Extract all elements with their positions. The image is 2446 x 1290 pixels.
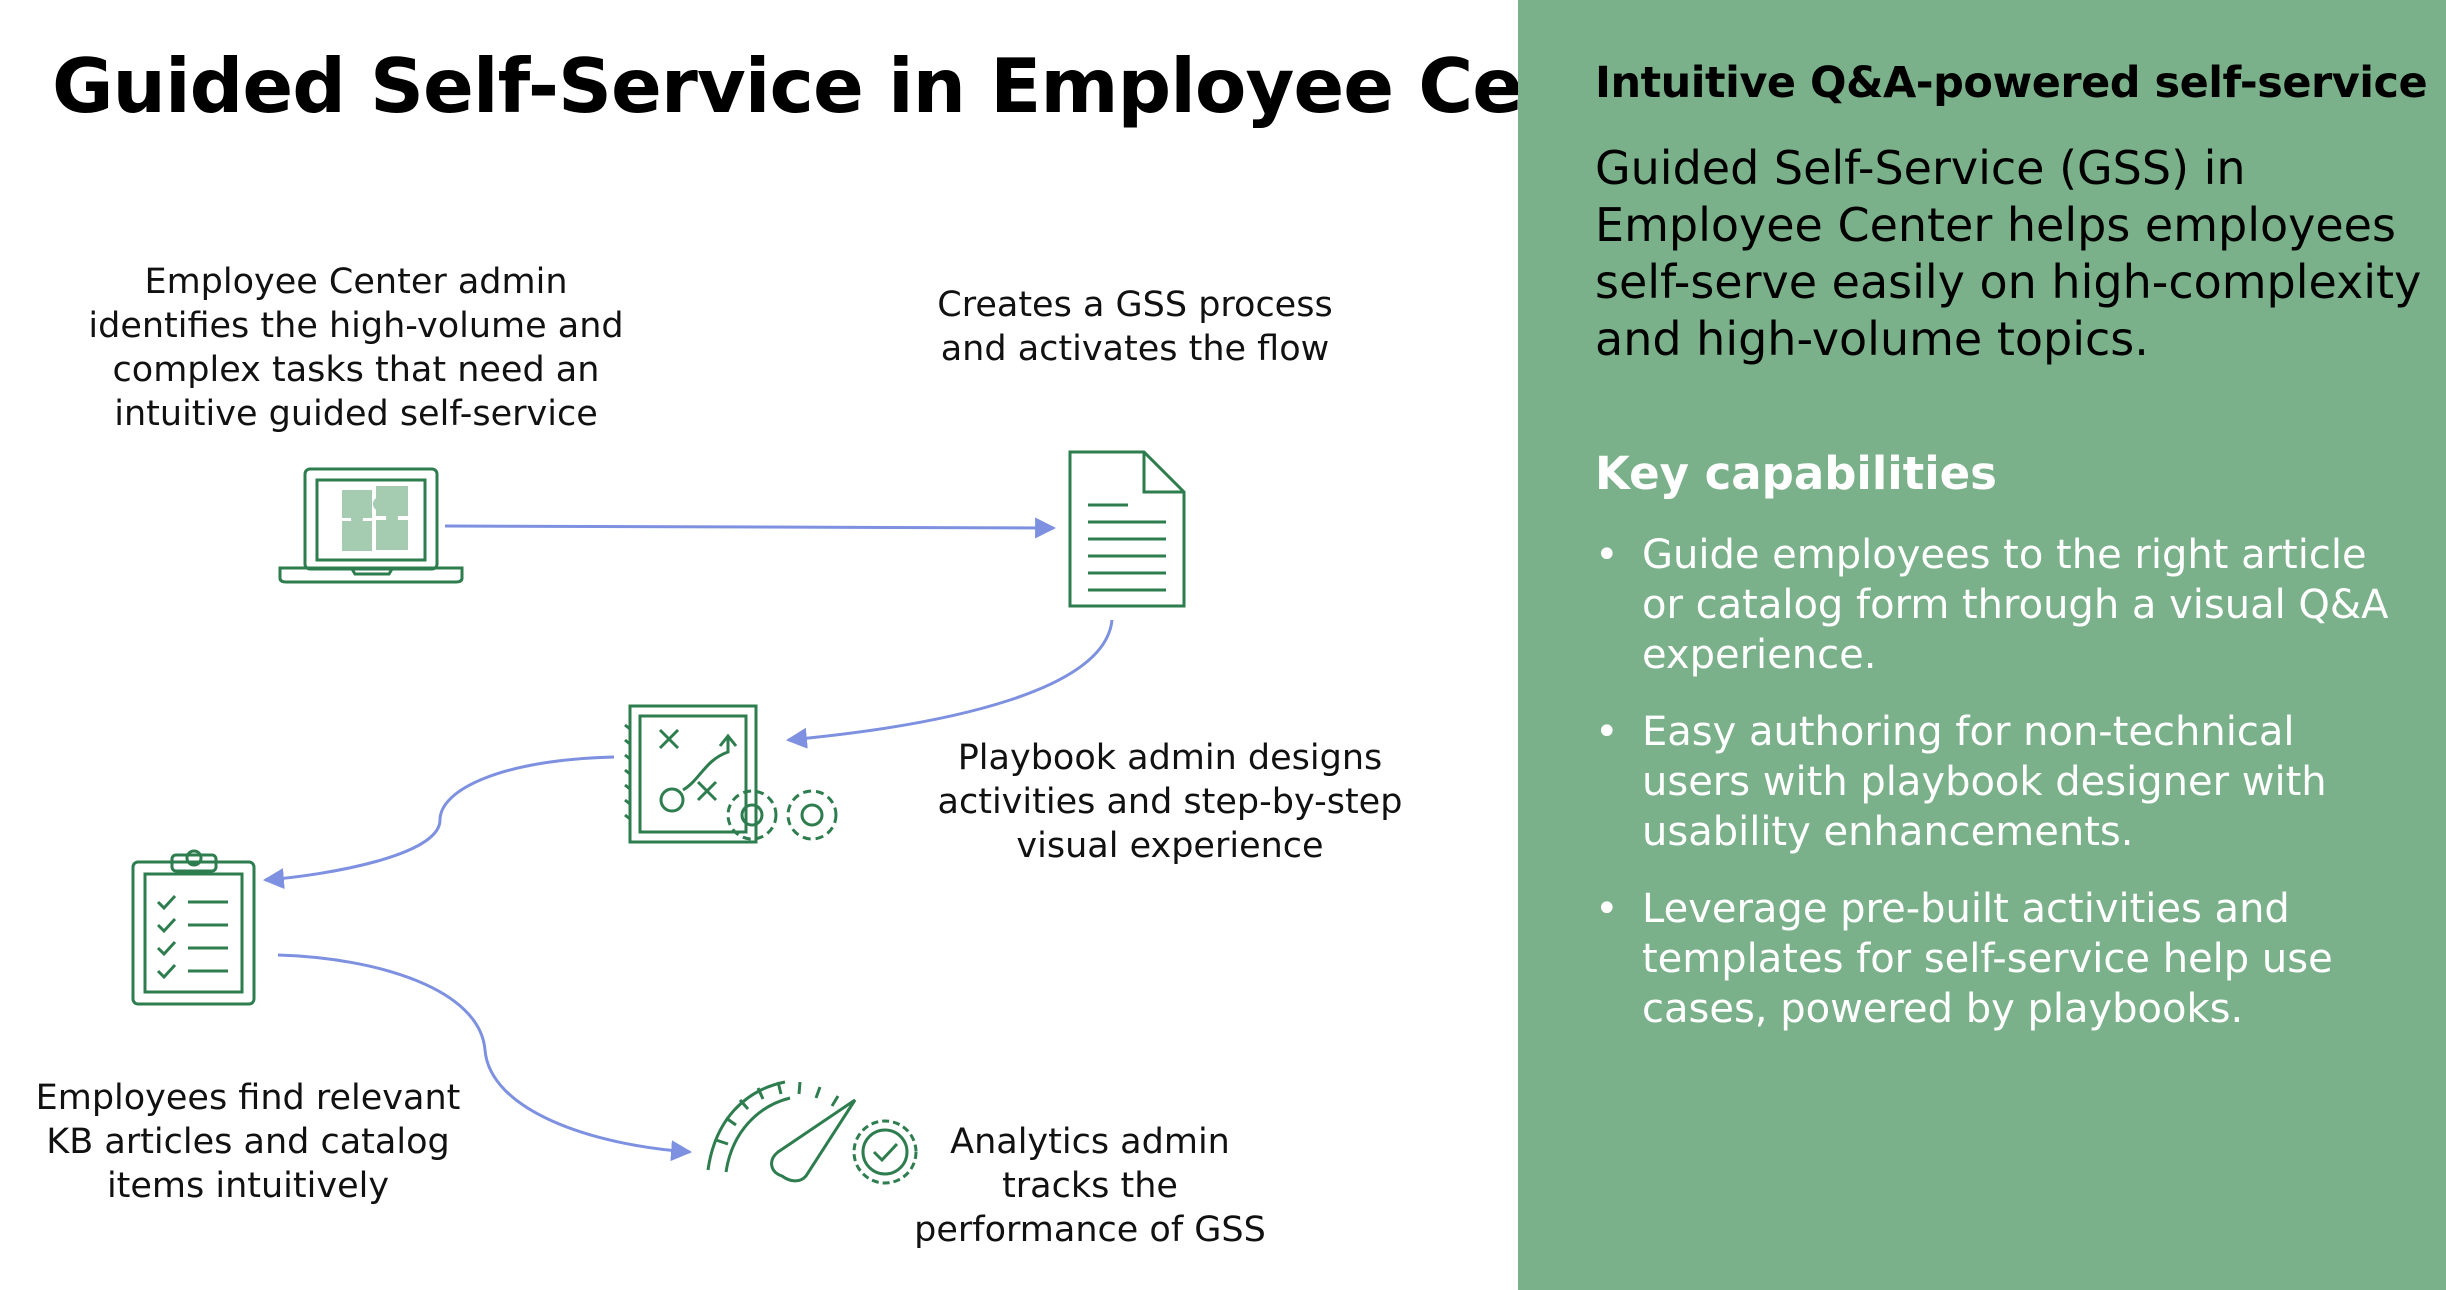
arrow-laptop-to-document (444, 517, 1057, 539)
capability-item: • Guide employees to the right article o… (1595, 532, 2389, 678)
arrow-checklist-to-gauge (277, 953, 693, 1162)
step-create-process: Creates a GSS process and activates the … (937, 285, 1333, 369)
step-admin-identify: Employee Center admin identifies the hig… (88, 262, 624, 434)
bullet-dot: • (1595, 886, 1619, 932)
step-analytics-track: Analytics admin tracks the performance o… (914, 1122, 1266, 1250)
capability-item: • Leverage pre-built activities and temp… (1595, 886, 2333, 1032)
workflow-diagram (131, 450, 1186, 1185)
key-capabilities-heading: Key capabilities (1595, 447, 1997, 500)
document-icon (1068, 450, 1186, 608)
capabilities-panel: Intuitive Q&A-powered self-service Guide… (1518, 0, 2446, 1290)
panel-intro: Guided Self-Service (GSS) in Employee Ce… (1595, 141, 2422, 366)
step-employees-find: Employees find relevant KB articles and … (35, 1078, 461, 1206)
panel-heading: Intuitive Q&A-powered self-service (1595, 58, 2428, 108)
playbook-strategy-icon (624, 704, 838, 844)
bullet-dot: • (1595, 709, 1619, 755)
arrow-document-to-playbook (785, 619, 1114, 749)
laptop-puzzle-icon (278, 467, 464, 584)
checklist-clipboard-icon (131, 849, 256, 1006)
performance-gauge-icon (706, 1080, 918, 1185)
bullet-dot: • (1595, 532, 1619, 578)
step-playbook-design: Playbook admin designs activities and st… (937, 738, 1403, 866)
capabilities-list: • Guide employees to the right article o… (1595, 530, 2388, 1061)
arrow-playbook-to-checklist (262, 755, 615, 890)
capability-item: • Easy authoring for non-technical users… (1595, 709, 2327, 855)
page-title: Guided Self-Service in Employee Center (52, 42, 1696, 130)
